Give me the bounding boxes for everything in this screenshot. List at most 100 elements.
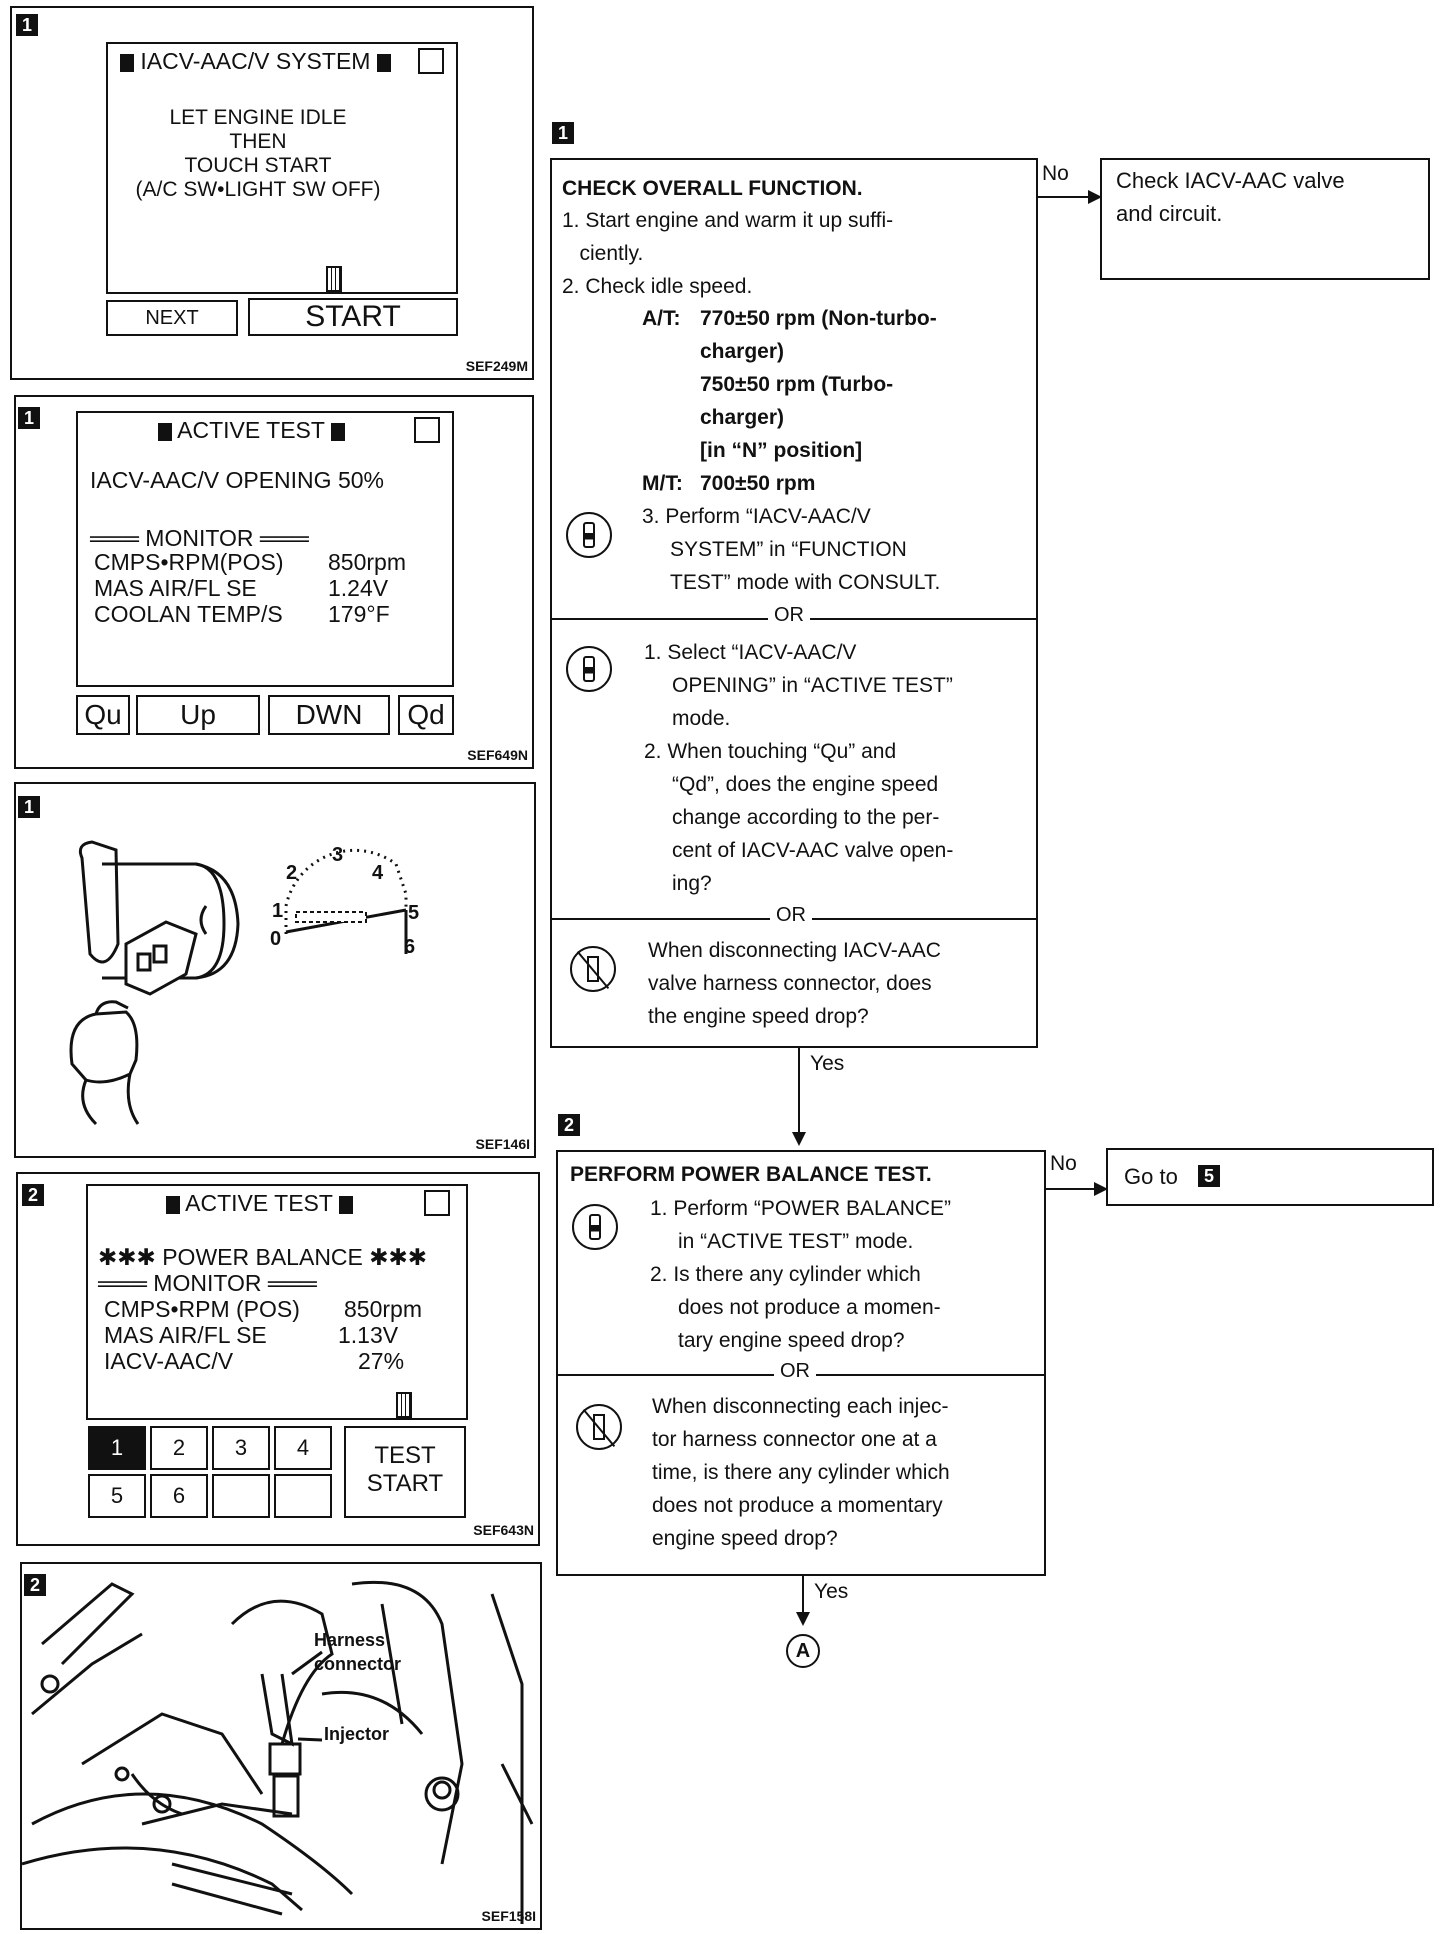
at-spec: charger) bbox=[700, 340, 785, 363]
consult-step: 1. Perform “POWER BALANCE” bbox=[650, 1197, 952, 1220]
consult-step: ing? bbox=[672, 872, 712, 895]
consult-screen: ACTIVE TEST ✱✱✱ POWER BALANCE ✱✱✱ ═══ MO… bbox=[86, 1184, 468, 1420]
finger-pointer-icon bbox=[396, 1392, 412, 1418]
row-value: 850rpm bbox=[344, 1296, 422, 1322]
mt-label: M/T: bbox=[642, 472, 683, 495]
step-badge: 1 bbox=[16, 14, 38, 36]
manual-step: time, is there any cylinder which bbox=[652, 1461, 950, 1484]
or-label: OR bbox=[774, 1360, 816, 1383]
cylinder-key-1[interactable]: 1 bbox=[88, 1426, 146, 1470]
row-label: CMPS•RPM (POS) bbox=[104, 1296, 300, 1322]
step1-line: 1. Start engine and warm it up suffi- bbox=[562, 209, 894, 232]
consult-screen: ACTIVE TEST IACV-AAC/V OPENING 50% ═══ M… bbox=[76, 411, 454, 687]
empty-key[interactable] bbox=[212, 1474, 270, 1518]
consult-step: in “ACTIVE TEST” mode. bbox=[678, 1230, 914, 1253]
consult-step: TEST” mode with CONSULT. bbox=[670, 571, 941, 594]
screen-corner-box bbox=[418, 48, 444, 74]
finger-pointer-icon bbox=[326, 266, 342, 292]
row-label: COOLAN TEMP/S bbox=[94, 601, 283, 627]
gauge-label: 3 bbox=[332, 844, 344, 866]
no-label: No bbox=[1050, 1152, 1077, 1175]
figure-active-test-screen: 1 ACTIVE TEST IACV-AAC/V OPENING 50% ═══… bbox=[14, 395, 534, 769]
figure-code: SEF649N bbox=[467, 747, 528, 763]
consult-step: “Qd”, does the engine speed bbox=[672, 773, 939, 796]
figure-code: SEF158I bbox=[481, 1908, 536, 1924]
connector-a-icon[interactable]: A bbox=[786, 1634, 820, 1668]
row-value: 27% bbox=[358, 1348, 405, 1374]
cylinder-key-3[interactable]: 3 bbox=[212, 1426, 270, 1470]
screen-message: LET ENGINE IDLE THEN TOUCH START (A/C SW… bbox=[135, 106, 381, 201]
no-tools-icon bbox=[570, 946, 616, 992]
up-button[interactable]: Up bbox=[136, 695, 260, 735]
gauge-label: 2 bbox=[286, 862, 298, 884]
screen-title: ACTIVE TEST bbox=[166, 1190, 353, 1217]
or-label: OR bbox=[770, 904, 812, 927]
screen-title: IACV-AAC/V SYSTEM bbox=[120, 48, 391, 75]
step2-title: PERFORM POWER BALANCE TEST. bbox=[570, 1163, 932, 1186]
row-label: IACV-AAC/V bbox=[104, 1348, 234, 1374]
figure-function-test-screen: 1 IACV-AAC/V SYSTEM LET ENGINE IDLE THEN… bbox=[10, 6, 534, 380]
opening-readout: IACV-AAC/V OPENING 50% bbox=[90, 467, 384, 493]
cylinder-key-4[interactable]: 4 bbox=[274, 1426, 332, 1470]
injector-label: Injector bbox=[324, 1724, 390, 1744]
row-value: 1.24V bbox=[328, 575, 389, 601]
consult-step: OPENING” in “ACTIVE TEST” bbox=[672, 674, 953, 697]
at-spec: charger) bbox=[700, 406, 785, 429]
or-label: OR bbox=[768, 604, 810, 627]
manual-step: the engine speed drop? bbox=[648, 1005, 869, 1028]
arrow-down-icon bbox=[796, 1612, 810, 1626]
qu-button[interactable]: Qu bbox=[76, 695, 130, 735]
row-label: MAS AIR/FL SE bbox=[94, 575, 257, 601]
consult-icon bbox=[566, 646, 612, 692]
cylinder-key-5[interactable]: 5 bbox=[88, 1474, 146, 1518]
step-badge: 1 bbox=[18, 407, 40, 429]
flow-step-badge: 2 bbox=[558, 1114, 580, 1136]
gauge-label: 4 bbox=[372, 862, 384, 884]
test-start-button[interactable]: TEST START bbox=[344, 1426, 466, 1518]
arrow-right-icon bbox=[1088, 190, 1102, 204]
empty-key[interactable] bbox=[274, 1474, 332, 1518]
figure-code: SEF249M bbox=[465, 358, 528, 374]
consult-icon bbox=[572, 1204, 618, 1250]
step1-title: CHECK OVERALL FUNCTION. bbox=[562, 177, 863, 200]
consult-step: cent of IACV-AAC valve open- bbox=[672, 839, 954, 862]
result-line: Check IACV-AAC valve bbox=[1116, 168, 1345, 193]
manual-step: valve harness connector, does bbox=[648, 972, 932, 995]
consult-step: does not produce a momen- bbox=[678, 1296, 941, 1319]
figure-code: SEF146I bbox=[475, 1136, 530, 1152]
step1-check-box: CHECK OVERALL FUNCTION. 1. Start engine … bbox=[550, 158, 1038, 1048]
consult-screen: IACV-AAC/V SYSTEM LET ENGINE IDLE THEN T… bbox=[106, 42, 458, 294]
no-tools-icon bbox=[576, 1404, 622, 1450]
marker-icon bbox=[120, 53, 134, 72]
consult-step: SYSTEM” in “FUNCTION bbox=[670, 538, 907, 561]
row-value: 179°F bbox=[328, 601, 390, 627]
gauge-label: 5 bbox=[408, 902, 420, 924]
manual-step: tor harness connector one at a bbox=[652, 1428, 937, 1451]
screen-title: ACTIVE TEST bbox=[158, 417, 345, 444]
step1-line: 2. Check idle speed. bbox=[562, 275, 753, 298]
at-spec: 750±50 rpm (Turbo- bbox=[700, 373, 894, 396]
qd-button[interactable]: Qd bbox=[398, 695, 454, 735]
step-badge: 2 bbox=[24, 1574, 46, 1596]
consult-step: mode. bbox=[672, 707, 731, 730]
cylinder-key-2[interactable]: 2 bbox=[150, 1426, 208, 1470]
goto-step-badge[interactable]: 5 bbox=[1198, 1165, 1220, 1187]
consult-icon bbox=[566, 512, 612, 558]
row-label: CMPS•RPM(POS) bbox=[94, 549, 284, 575]
mt-spec: 700±50 rpm bbox=[700, 472, 816, 495]
manual-step: does not produce a momentary bbox=[652, 1494, 943, 1517]
yes-connector-line bbox=[802, 1576, 804, 1612]
monitor-heading: ═══ MONITOR ═══ bbox=[90, 525, 309, 551]
no-label: No bbox=[1042, 162, 1069, 185]
consult-step: 2. Is there any cylinder which bbox=[650, 1263, 921, 1286]
goto-text: Go to bbox=[1124, 1164, 1178, 1189]
monitor-heading: ═══ MONITOR ═══ bbox=[98, 1270, 317, 1296]
consult-step: 2. When touching “Qu” and bbox=[644, 740, 897, 763]
next-button[interactable]: NEXT bbox=[106, 300, 238, 336]
down-button[interactable]: DWN bbox=[268, 695, 390, 735]
start-button[interactable]: START bbox=[248, 298, 458, 336]
cylinder-key-6[interactable]: 6 bbox=[150, 1474, 208, 1518]
result-line: and circuit. bbox=[1116, 201, 1223, 226]
gauge-label: 6 bbox=[404, 936, 416, 958]
at-label: A/T: bbox=[642, 307, 681, 330]
